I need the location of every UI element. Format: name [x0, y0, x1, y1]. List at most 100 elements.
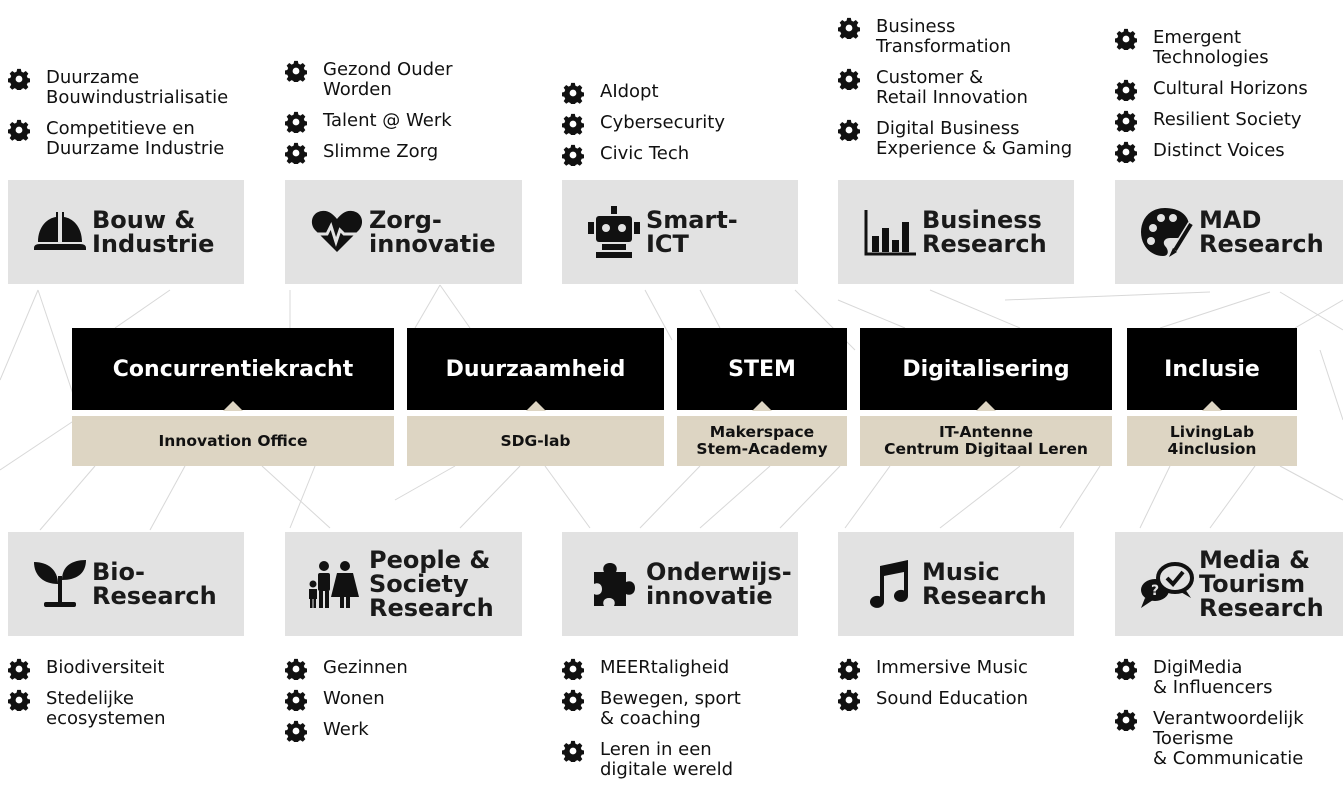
notch	[976, 401, 996, 411]
gear-icon	[1115, 709, 1137, 731]
gear-icon	[562, 144, 584, 166]
group-media-tourism[interactable]: ? Media & Tourism Research	[1115, 532, 1343, 636]
theme-digitalisering[interactable]: Digitalisering	[860, 328, 1112, 411]
list-item: Talent @ Werk	[285, 111, 453, 133]
list-item: Verantwoordelijk Toerisme & Communicatie	[1115, 709, 1304, 769]
list-item: AIdopt	[562, 82, 725, 104]
notch	[525, 401, 546, 411]
gear-icon	[1115, 141, 1137, 163]
group-title: Zorg- innovatie	[369, 206, 496, 258]
list-item: Werk	[285, 720, 408, 742]
list-item: Competitieve en Duurzame Industrie	[8, 119, 228, 159]
gear-icon	[562, 82, 584, 104]
gear-icon	[8, 119, 30, 141]
bottom-list-music: Immersive Music Sound Education	[838, 658, 1028, 720]
list-item: Gezinnen	[285, 658, 408, 680]
gear-icon	[285, 111, 307, 133]
theme-inclusie[interactable]: Inclusie	[1127, 328, 1297, 411]
list-item: Resilient Society	[1115, 110, 1308, 132]
list-item: Sound Education	[838, 689, 1028, 711]
hard-hat-icon	[32, 206, 88, 258]
gear-icon	[838, 17, 860, 39]
group-smart-ict[interactable]: Smart- ICT	[562, 180, 798, 284]
group-zorg-innovatie[interactable]: Zorg- innovatie	[285, 180, 522, 284]
list-item: Wonen	[285, 689, 408, 711]
group-business-research[interactable]: Business Research	[838, 180, 1074, 284]
gear-icon	[285, 689, 307, 711]
speech-bubbles-icon: ?	[1139, 558, 1195, 610]
list-item: Customer & Retail Innovation	[838, 68, 1072, 108]
bottom-list-onderwijs: MEERtaligheid Bewegen, sport & coaching …	[562, 658, 741, 791]
list-item: Immersive Music	[838, 658, 1028, 680]
group-bio-research[interactable]: Bio- Research	[8, 532, 244, 636]
group-title: Music Research	[922, 558, 1047, 610]
gear-icon	[1115, 28, 1137, 50]
gear-icon	[838, 68, 860, 90]
group-mad-research[interactable]: MAD Research	[1115, 180, 1343, 284]
group-title: Bouw & Industrie	[92, 206, 215, 258]
gear-icon	[1115, 110, 1137, 132]
gear-icon	[285, 658, 307, 680]
gear-icon	[562, 658, 584, 680]
list-item: Civic Tech	[562, 144, 725, 166]
gear-icon	[285, 720, 307, 742]
top-list-bouw: Duurzame Bouwindustrialisatie Competitie…	[8, 68, 228, 170]
list-item: Distinct Voices	[1115, 141, 1308, 163]
sub-innovation-office[interactable]: Innovation Office	[72, 416, 394, 466]
top-list-ict: AIdopt Cybersecurity Civic Tech	[562, 82, 725, 175]
gear-icon	[838, 689, 860, 711]
notch	[223, 401, 243, 411]
heartbeat-icon	[309, 206, 365, 258]
sub-sdg-lab[interactable]: SDG-lab	[407, 416, 664, 466]
gear-icon	[562, 113, 584, 135]
list-item: Digital Business Experience & Gaming	[838, 119, 1072, 159]
gear-icon	[562, 740, 584, 762]
top-list-mad: Emergent Technologies Cultural Horizons …	[1115, 28, 1308, 172]
group-title: Media & Tourism Research	[1199, 546, 1324, 622]
bottom-list-people: Gezinnen Wonen Werk	[285, 658, 408, 751]
list-item: Cultural Horizons	[1115, 79, 1308, 101]
list-item: Gezond Ouder Worden	[285, 60, 453, 100]
list-item: Leren in een digitale wereld	[562, 740, 741, 780]
group-title: Business Research	[922, 206, 1047, 258]
gear-icon	[1115, 79, 1137, 101]
group-bouw-industrie[interactable]: Bouw & Industrie	[8, 180, 244, 284]
list-item: DigiMedia & Influencers	[1115, 658, 1304, 698]
group-title: People & Society Research	[369, 546, 494, 622]
group-music-research[interactable]: Music Research	[838, 532, 1074, 636]
notch	[752, 401, 772, 411]
gear-icon	[562, 689, 584, 711]
list-item: Cybersecurity	[562, 113, 725, 135]
bottom-list-media: DigiMedia & Influencers Verantwoordelijk…	[1115, 658, 1304, 780]
group-title: Smart- ICT	[646, 206, 738, 258]
gear-icon	[8, 689, 30, 711]
robot-icon	[586, 206, 642, 258]
top-list-zorg: Gezond Ouder Worden Talent @ Werk Slimme…	[285, 60, 453, 173]
list-item: Emergent Technologies	[1115, 28, 1308, 68]
gear-icon	[285, 60, 307, 82]
palette-brush-icon	[1139, 206, 1195, 258]
group-title: Onderwijs- innovatie	[646, 558, 792, 610]
gear-icon	[838, 119, 860, 141]
family-icon	[309, 558, 365, 610]
theme-concurrentiekracht[interactable]: Concurrentiekracht	[72, 328, 394, 411]
group-people-society[interactable]: People & Society Research	[285, 532, 522, 636]
gear-icon	[8, 658, 30, 680]
bottom-list-bio: Biodiversiteit Stedelijke ecosystemen	[8, 658, 166, 740]
top-list-business: Business Transformation Customer & Retai…	[838, 17, 1072, 170]
sub-livinglab[interactable]: LivingLab 4inclusion	[1127, 416, 1297, 466]
list-item: MEERtaligheid	[562, 658, 741, 680]
theme-stem[interactable]: STEM	[677, 328, 847, 411]
sub-it-antenne[interactable]: IT-Antenne Centrum Digitaal Leren	[860, 416, 1112, 466]
list-item: Bewegen, sport & coaching	[562, 689, 741, 729]
sub-makerspace[interactable]: Makerspace Stem-Academy	[677, 416, 847, 466]
list-item: Business Transformation	[838, 17, 1072, 57]
list-item: Duurzame Bouwindustrialisatie	[8, 68, 228, 108]
puzzle-icon	[586, 558, 642, 610]
gear-icon	[1115, 658, 1137, 680]
group-onderwijsinnovatie[interactable]: Onderwijs- innovatie	[562, 532, 798, 636]
gear-icon	[8, 68, 30, 90]
theme-duurzaamheid[interactable]: Duurzaamheid	[407, 328, 664, 411]
gear-icon	[838, 658, 860, 680]
list-item: Slimme Zorg	[285, 142, 453, 164]
